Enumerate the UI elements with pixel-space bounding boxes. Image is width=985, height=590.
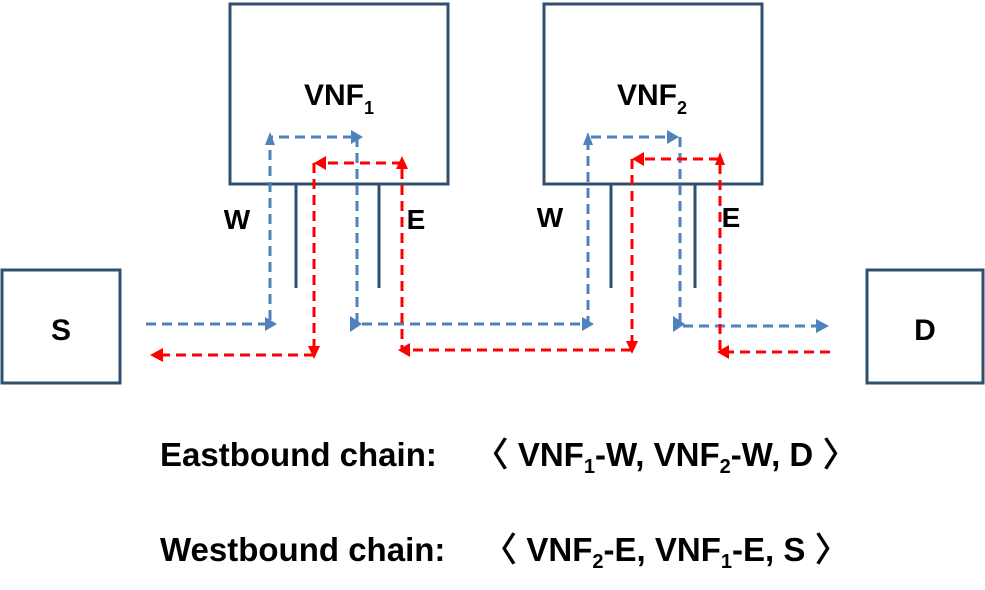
source-node-box — [0, 268, 122, 385]
destination-node-box — [865, 268, 985, 385]
westbound-open-bracket: 〈 — [483, 531, 517, 568]
westbound-chain-item: VNF1-E, — [654, 531, 775, 572]
eastbound-open-bracket: 〈 — [474, 436, 508, 473]
chain-item-index: 1 — [720, 551, 732, 573]
vnf2-name: VNF — [617, 79, 677, 112]
vnf2-label: VNF2 — [617, 79, 687, 118]
chain-item-name: D — [789, 436, 814, 473]
chain-item-name: VNF — [517, 436, 584, 473]
westbound-arrowhead — [396, 156, 408, 169]
westbound-chain-item: VNF2-E, — [526, 531, 646, 572]
westbound-arrowhead — [308, 346, 320, 359]
eastbound-close-bracket: 〉 — [823, 436, 857, 473]
chain-item-name: VNF — [653, 436, 720, 473]
eastbound-arrowhead — [667, 130, 679, 144]
vnf2-east-port-label: E — [722, 202, 741, 233]
westbound-path — [150, 152, 830, 362]
vnf1-box — [228, 2, 450, 186]
chain-item-index: 2 — [592, 551, 604, 573]
westbound-chain-label: Westbound chain: — [160, 531, 446, 568]
eastbound-arrowhead — [350, 316, 362, 332]
eastbound-arrowhead — [351, 130, 363, 144]
eastbound-arrowhead — [265, 132, 275, 145]
westbound-arrowhead — [314, 156, 326, 170]
eastbound-chain-label: Eastbound chain: — [160, 436, 437, 473]
destination-node-label: D — [914, 314, 936, 347]
chain-item-suffix: -W, — [594, 436, 645, 473]
eastbound-path — [146, 130, 829, 333]
eastbound-arrowhead — [816, 319, 829, 333]
vnf1-label: VNF1 — [304, 79, 374, 118]
eastbound-path-vnf2-to-d — [678, 137, 818, 328]
vnf1-name: VNF — [304, 79, 364, 112]
chain-item-index: 1 — [583, 456, 595, 478]
chain-item-index: 2 — [719, 456, 731, 478]
chain-item-suffix: -E, — [603, 531, 646, 568]
eastbound-chain-item: VNF2-W, — [653, 436, 781, 477]
chain-item-suffix: -W, — [730, 436, 781, 473]
eastbound-chain-caption: Eastbound chain:〈VNF1-W, VNF2-W, D〉 — [160, 428, 866, 477]
vnf1-east-port-label: E — [407, 204, 426, 235]
chain-item-name: S — [783, 531, 806, 568]
eastbound-path-s-to-vnf1 — [146, 135, 352, 326]
vnf2-index: 2 — [677, 98, 687, 118]
westbound-arrowhead — [626, 341, 638, 354]
eastbound-arrowhead — [265, 317, 277, 331]
westbound-path-vnf1-to-s — [155, 163, 316, 357]
vnf1-west-port-label: W — [224, 204, 251, 235]
eastbound-chain-item: VNF1-W, — [517, 436, 645, 477]
vnf2-box — [542, 2, 764, 186]
westbound-chain-caption: Westbound chain:〈VNF2-E, VNF1-E, S〉 — [160, 523, 858, 572]
westbound-path-d-to-vnf2 — [636, 157, 830, 354]
westbound-arrowhead — [398, 343, 410, 357]
westbound-chain-item: S — [783, 531, 805, 568]
vnf2-west-port-label: W — [537, 202, 564, 233]
vnf1-index: 1 — [364, 98, 374, 118]
eastbound-arrowhead — [673, 316, 685, 332]
westbound-arrowhead — [632, 152, 644, 166]
eastbound-chain-item: D — [789, 436, 813, 473]
chain-item-name: VNF — [654, 531, 721, 568]
westbound-arrowhead — [150, 348, 163, 362]
westbound-arrowhead — [717, 345, 729, 359]
source-node-label: S — [51, 314, 71, 347]
eastbound-arrowhead — [583, 132, 593, 145]
chain-item-suffix: -E, — [731, 531, 775, 568]
eastbound-arrowhead — [582, 317, 594, 331]
westbound-arrowhead — [715, 152, 725, 165]
chain-item-name: VNF — [526, 531, 593, 568]
westbound-close-bracket: 〉 — [815, 531, 849, 568]
